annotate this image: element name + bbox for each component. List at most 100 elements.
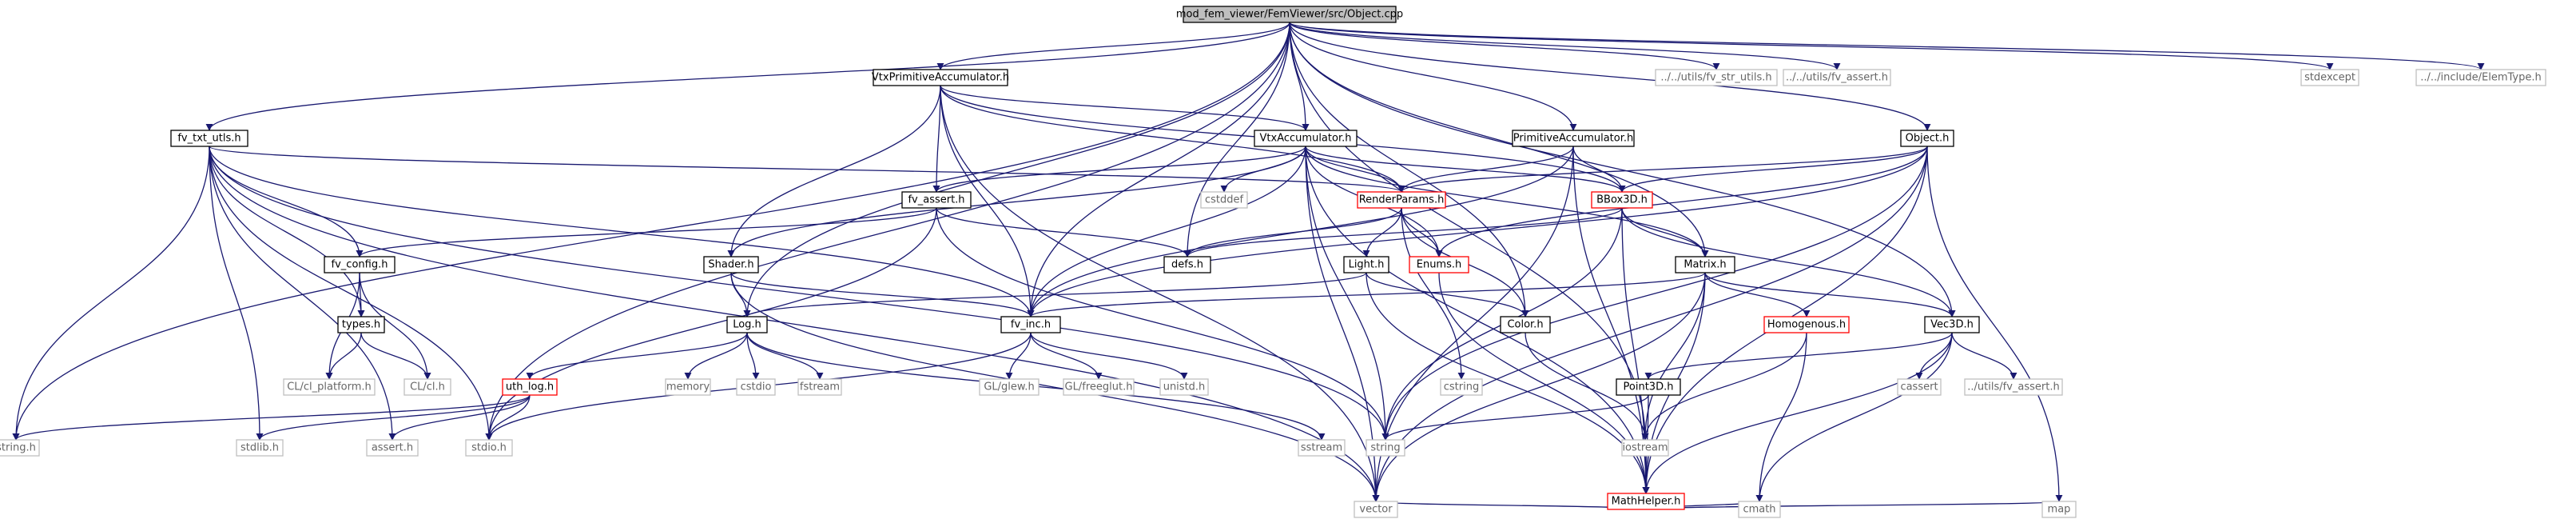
edge-root-to-stdio_h xyxy=(485,22,1290,441)
node-label: ../../include/ElemType.h xyxy=(2420,72,2542,84)
edge-bbox3d_h-to-matrix_h xyxy=(1621,207,1709,258)
edge-vtx_prim_acc_h-to-shader_h xyxy=(727,85,941,258)
node-vtx-acc-h[interactable]: VtxAccumulator.h xyxy=(1254,130,1358,147)
node-mathhelper-h[interactable]: MathHelper.h xyxy=(1607,493,1685,510)
node-shader-h[interactable]: Shader.h xyxy=(703,256,759,273)
node-vec3d-h[interactable]: Vec3D.h xyxy=(1924,316,1980,333)
node-homogenous-h[interactable]: Homogenous.h xyxy=(1763,316,1850,333)
node-label: fv_txt_utls.h xyxy=(177,133,241,145)
dependency-edges xyxy=(12,22,2485,510)
node-label: Light.h xyxy=(1349,259,1385,271)
node-string-std: string xyxy=(1366,439,1405,457)
node-label: GL/freeglut.h xyxy=(1065,381,1133,393)
edge-vtx_prim_acc_h-to-vtx_acc_h xyxy=(940,85,1310,131)
node-glew-h: GL/glew.h xyxy=(979,378,1040,396)
node-label: Homogenous.h xyxy=(1767,319,1846,331)
node-box xyxy=(1343,256,1389,273)
node-box xyxy=(901,191,972,209)
node-box xyxy=(170,130,248,147)
edge-object_h-to-string_std xyxy=(1381,146,1928,441)
node-types-h[interactable]: types.h xyxy=(337,316,385,333)
node-box xyxy=(873,69,1008,86)
edge-log_h-to-fstream xyxy=(746,332,824,380)
edge-light_h-to-log_h xyxy=(743,272,1367,317)
node-label: ../../utils/fv_assert.h xyxy=(1786,72,1888,84)
node-box xyxy=(797,378,842,396)
edge-vec3d_h-to-cmath xyxy=(1755,332,1953,502)
node-bbox3d-h[interactable]: BBox3D.h xyxy=(1591,191,1653,209)
edge-fv_txt_utls_h-to-fv_inc_h xyxy=(209,146,1035,317)
node-uth-log-h[interactable]: uth_log.h xyxy=(502,378,558,396)
edge-prim_acc_h-to-mathhelper_h xyxy=(1572,146,1650,494)
edge-fv_txt_utls_h-to-assert_h xyxy=(209,146,396,441)
node-defs-h[interactable]: defs.h xyxy=(1163,256,1211,273)
node-box xyxy=(736,378,776,396)
node-label: Log.h xyxy=(733,319,761,331)
node-utils-fv-assert-h: ../../utils/fv_assert.h xyxy=(1783,69,1891,86)
node-color-h[interactable]: Color.h xyxy=(1500,316,1551,333)
node-box xyxy=(665,378,711,396)
node-light-h[interactable]: Light.h xyxy=(1343,256,1389,273)
node-box xyxy=(1924,316,1980,333)
node-box xyxy=(2415,69,2546,86)
node-unistd-h: unistd.h xyxy=(1159,378,1209,396)
node-label: Enums.h xyxy=(1417,259,1462,271)
edge-light_h-to-color_h xyxy=(1366,272,1529,317)
node-box xyxy=(0,439,40,457)
node-label: string xyxy=(1370,442,1400,454)
edge-types_h-to-cl_h xyxy=(360,332,431,380)
node-fv-txt-utls-h[interactable]: fv_txt_utls.h xyxy=(170,130,248,147)
node-box xyxy=(403,378,451,396)
edge-bbox3d_h-to-defs_h xyxy=(1183,207,1623,258)
edge-fv_txt_utls_h-to-types_h xyxy=(209,146,365,317)
node-matrix-h[interactable]: Matrix.h xyxy=(1675,256,1735,273)
edge-root-to-prim_acc_h xyxy=(1289,22,1577,131)
node-box xyxy=(1163,256,1211,273)
node-label: ../../utils/fv_str_utils.h xyxy=(1660,72,1771,84)
edge-root-to-fv_str_utils_h xyxy=(1289,22,1720,70)
edge-vtx_acc_h-to-shader_h xyxy=(727,146,1306,258)
edge-root-to-iostream xyxy=(1289,22,1649,441)
node-point3d-h[interactable]: Point3D.h xyxy=(1616,378,1681,396)
node-prim-acc-h[interactable]: PrimitiveAccumulator.h xyxy=(1512,130,1635,147)
node-label: GL/glew.h xyxy=(984,381,1034,393)
node-iostream: iostream xyxy=(1621,439,1669,457)
node-stdio-h: stdio.h xyxy=(465,439,513,457)
node-box xyxy=(1783,69,1891,86)
node-log-h[interactable]: Log.h xyxy=(726,316,768,333)
node-box xyxy=(1063,378,1135,396)
node-label: CL/cl.h xyxy=(410,381,445,393)
edge-shader_h-to-log_h xyxy=(730,272,751,317)
node-label: unistd.h xyxy=(1163,381,1206,393)
edge-matrix_h-to-vector xyxy=(1372,272,1706,502)
edge-types_h-to-cl_platform_h xyxy=(325,332,362,380)
edge-log_h-to-uth_log_h xyxy=(526,332,748,380)
edge-fv_txt_utls_h-to-vector xyxy=(209,146,1380,502)
node-stdexcept: stdexcept xyxy=(2300,69,2359,86)
node-box xyxy=(1675,256,1735,273)
node-fv-config-h[interactable]: fv_config.h xyxy=(324,256,396,273)
edge-vtx_prim_acc_h-to-vector xyxy=(940,85,1380,502)
node-renderparams-h[interactable]: RenderParams.h xyxy=(1357,191,1446,209)
node-label: PrimitiveAccumulator.h xyxy=(1513,133,1634,145)
node-box xyxy=(324,256,396,273)
edge-object_h-to-fv_inc_h xyxy=(1027,146,1928,317)
node-vtx-prim-acc-h[interactable]: VtxPrimitiveAccumulator.h xyxy=(872,69,1009,86)
node-box xyxy=(1200,191,1248,209)
edge-bbox3d_h-to-vec3d_h xyxy=(1621,207,1956,317)
node-fv-inc-h[interactable]: fv_inc.h xyxy=(1000,316,1061,333)
node-box xyxy=(1607,493,1685,510)
node-cl-h: CL/cl.h xyxy=(403,378,451,396)
node-box xyxy=(366,439,419,457)
node-object-h[interactable]: Object.h xyxy=(1900,130,1954,147)
node-label: Color.h xyxy=(1507,319,1543,331)
node-fv-assert-h[interactable]: fv_assert.h xyxy=(901,191,972,209)
node-label: types.h xyxy=(342,319,380,331)
edge-renderparams_h-to-cstring xyxy=(1401,207,1465,380)
edge-vec3d_h-to-dot_utils_fv_assert_h xyxy=(1951,332,2017,380)
edge-vtx_acc_h-to-mathhelper_h xyxy=(1305,146,1650,494)
node-enums-h[interactable]: Enums.h xyxy=(1409,256,1469,273)
node-box xyxy=(1900,130,1954,147)
node-stdlib-h: stdlib.h xyxy=(236,439,284,457)
edge-color_h-to-iostream xyxy=(1525,332,1649,441)
